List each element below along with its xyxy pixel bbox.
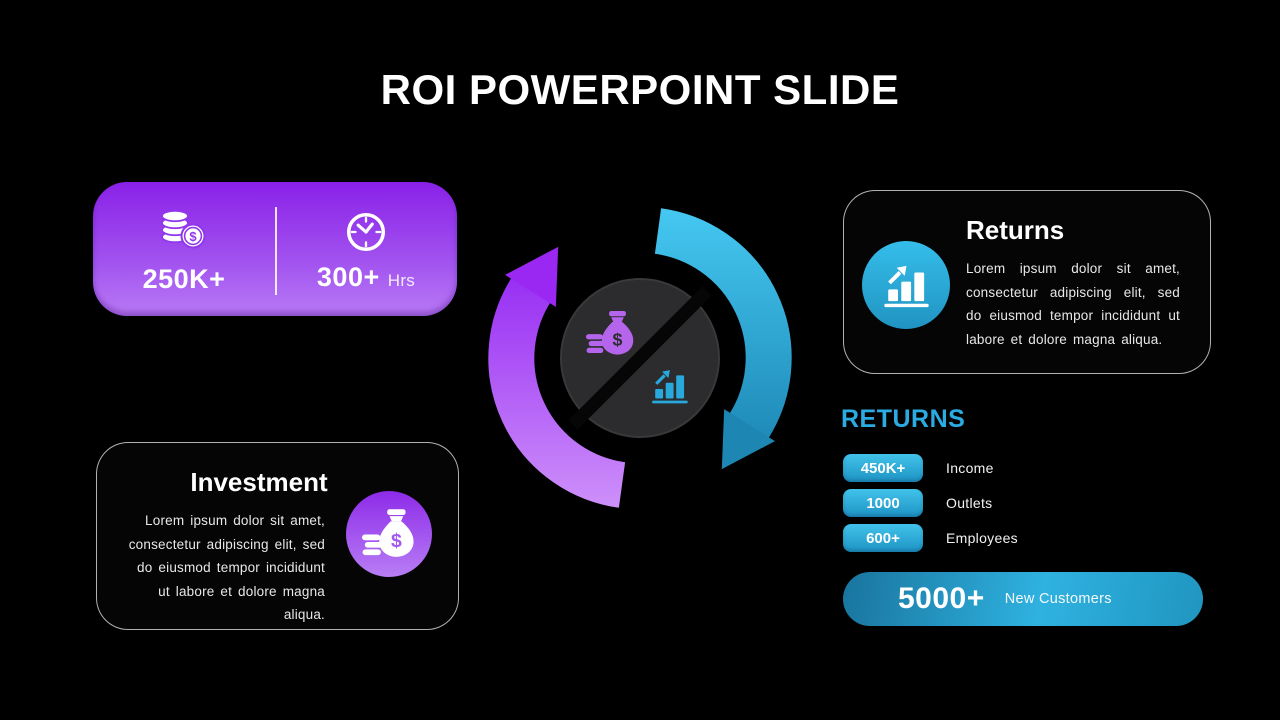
stat-row-employees: 600+ Employees bbox=[843, 524, 1018, 552]
dollar-glyph: $ bbox=[613, 330, 623, 350]
cycle-arrow-purple bbox=[488, 246, 626, 508]
income-label: Income bbox=[946, 460, 994, 476]
employees-value-pill: 600+ bbox=[843, 524, 923, 552]
stat-row-outlets: 1000 Outlets bbox=[843, 489, 1018, 517]
dollar-glyph: $ bbox=[189, 229, 197, 244]
returns-card-body: Lorem ipsum dolor sit amet, consectetur … bbox=[966, 261, 1180, 347]
clock-icon bbox=[346, 212, 386, 252]
stat-row-income: 450K+ Income bbox=[843, 454, 1018, 482]
cycle-divider-slash bbox=[568, 286, 712, 430]
new-customers-bar: 5000+ New Customers bbox=[843, 572, 1203, 626]
new-customers-value: 5000+ bbox=[898, 582, 985, 615]
investment-card: Investment Lorem ipsum dolor sit amet, c… bbox=[96, 442, 459, 630]
cycle-arrow-blue bbox=[654, 208, 792, 470]
income-value-pill: 450K+ bbox=[843, 454, 923, 482]
investment-card-body: Lorem ipsum dolor sit amet, consectetur … bbox=[128, 513, 325, 622]
hours-unit: Hrs bbox=[387, 271, 416, 290]
slide-title: ROI POWERPOINT SLIDE bbox=[380, 66, 900, 113]
hours-value: 300+ bbox=[316, 262, 380, 292]
investment-card-title: Investment bbox=[190, 467, 328, 497]
growth-chart-icon bbox=[652, 370, 688, 404]
new-customers-label: New Customers bbox=[1004, 591, 1112, 607]
roi-cycle-diagram: $ bbox=[488, 208, 792, 508]
returns-stat-rows: 450K+ Income 1000 Outlets 600+ Employees bbox=[843, 454, 1018, 559]
employees-label: Employees bbox=[946, 530, 1018, 546]
capital-stat: $ 250K+ bbox=[93, 182, 275, 316]
returns-icon-circle bbox=[862, 241, 950, 329]
hours-value-group: 300+ Hrs bbox=[317, 262, 415, 293]
investment-icon-circle: $ bbox=[346, 491, 432, 577]
money-bag-icon: $ bbox=[361, 508, 414, 557]
dollar-glyph: $ bbox=[390, 530, 401, 552]
investment-stat-card: $ 250K+ 300+ Hrs bbox=[93, 182, 457, 316]
money-bag-icon: $ bbox=[586, 311, 634, 355]
returns-card-title: Returns bbox=[966, 215, 1065, 245]
coins-dollar-icon: $ bbox=[161, 209, 206, 249]
hours-stat: 300+ Hrs bbox=[275, 182, 457, 316]
returns-card: Returns Lorem ipsum dolor sit amet, cons… bbox=[843, 190, 1211, 374]
returns-stats-heading: RETURNS bbox=[841, 405, 966, 433]
stat-divider bbox=[275, 207, 277, 295]
growth-chart-icon bbox=[883, 265, 929, 307]
outlets-label: Outlets bbox=[946, 495, 993, 511]
outlets-value-pill: 1000 bbox=[843, 489, 923, 517]
capital-value: 250K+ bbox=[142, 264, 226, 294]
